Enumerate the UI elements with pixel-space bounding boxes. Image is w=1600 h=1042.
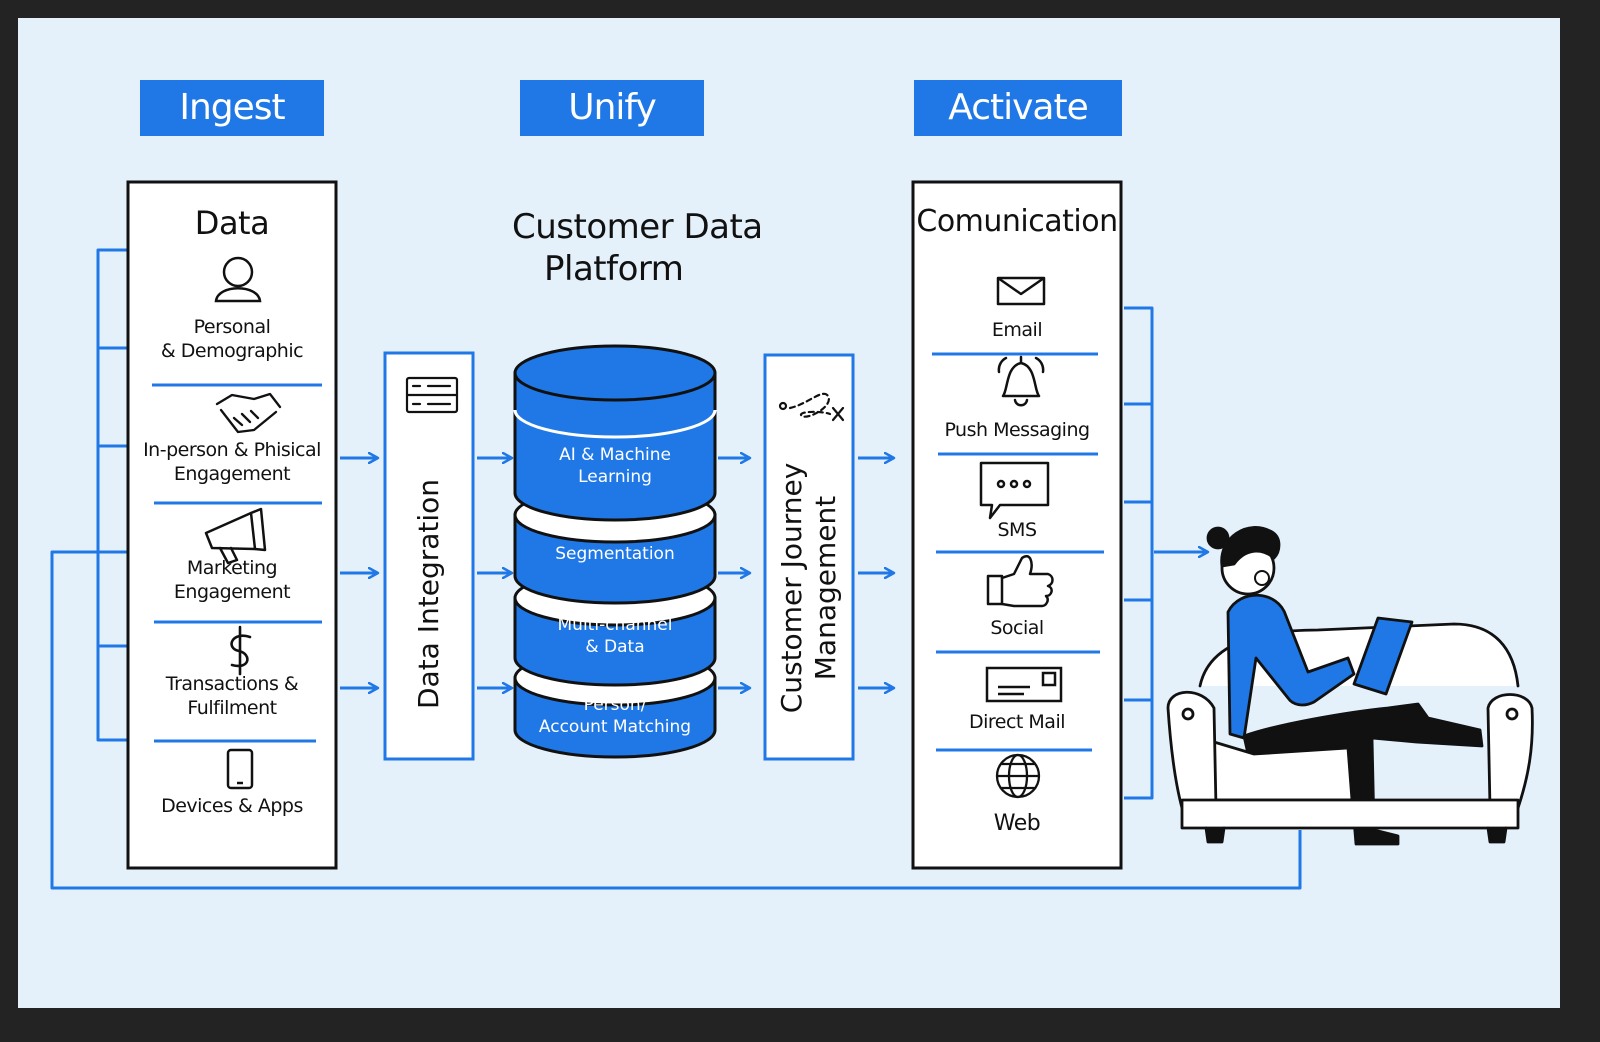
data-panel-dividers	[152, 383, 322, 743]
data-panel-box	[126, 180, 338, 870]
communication-panel-bracket	[1124, 306, 1154, 800]
data-panel-bracket	[96, 248, 128, 742]
cylinder-top	[513, 344, 717, 402]
cdp-layer-multichannel: Multi-channel & Data	[515, 614, 715, 658]
arrows-journey-to-communication	[858, 458, 894, 688]
data-item-label-line-1: Devices & Apps	[161, 795, 303, 817]
data-integration-label: Data Integration	[412, 478, 445, 710]
comm-item-email: Email	[991, 319, 1043, 341]
stage-ingest: Ingest	[140, 80, 324, 136]
cdp-layer-label-line-2: Account Matching	[538, 717, 692, 737]
data-item-label-line-2: Fulfilment	[187, 697, 277, 719]
cdp-layer-matching: Person/ Account Matching	[515, 694, 715, 738]
data-item-transactions: Transactions & Fulfilment	[128, 672, 336, 720]
cdp-layer-label-line-1: AI & Machine	[559, 445, 671, 465]
comm-item-social: Social	[990, 617, 1044, 639]
cylinder-layer-1	[513, 371, 717, 522]
megaphone-icon	[204, 507, 267, 565]
handshake-icon	[215, 392, 282, 434]
journey-label-line-2: Management	[809, 495, 842, 681]
bell-icon	[997, 355, 1045, 407]
data-item-marketing: Marketing Engagement	[128, 556, 336, 604]
cdp-layer-label-line-1: Multi-channel	[557, 615, 673, 635]
stage-activate: Activate	[914, 80, 1122, 136]
person-icon	[214, 256, 262, 303]
data-item-in-person: In-person & Phisical Engagement	[128, 438, 336, 486]
data-item-label-line-1: Personal	[193, 316, 271, 338]
cdp-cylinder	[513, 344, 717, 759]
comm-item-sms: SMS	[997, 519, 1037, 541]
route-icon	[778, 392, 845, 422]
data-item-label-line-1: Marketing	[186, 557, 278, 579]
diagram-canvas: Ingest Unify Activate Data Personal & De…	[18, 18, 1560, 1008]
comm-item-web: Web	[993, 811, 1041, 836]
data-integration-box	[383, 351, 475, 761]
journey-label-line-1: Customer Journey	[775, 462, 808, 714]
communication-panel-title: Comunication	[916, 204, 1118, 239]
journey-label: Customer Journey Management	[775, 463, 843, 714]
envelope-icon	[996, 276, 1046, 306]
mail-envelope-icon	[985, 666, 1063, 703]
dollar-icon	[230, 625, 252, 676]
stage-unify: Unify	[520, 80, 704, 136]
phone-icon	[226, 748, 254, 790]
data-item-devices: Devices & Apps	[128, 794, 336, 818]
arrows-data-to-integration	[340, 458, 378, 688]
cdp-layer-label-line-2: & Data	[585, 637, 645, 657]
cdp-layer-label-line-1: Person/	[583, 695, 647, 715]
data-item-label-line-2: & Demographic	[160, 340, 304, 362]
cdp-title: Customer Data Platform	[512, 206, 763, 290]
data-item-label-line-1: In-person & Phisical	[143, 439, 321, 461]
cdp-layer-label-line-1: Segmentation	[555, 544, 675, 564]
cdp-layer-segmentation: Segmentation	[515, 543, 715, 565]
comm-item-direct-mail: Direct Mail	[968, 711, 1066, 733]
person-on-sofa-icon	[1166, 526, 1534, 846]
cdp-layer-label-line-2: Learning	[578, 467, 652, 487]
diagram-drawing	[50, 180, 1534, 890]
cdp-title-line-1: Customer Data	[512, 207, 763, 247]
arrows-cdp-to-journey	[718, 458, 750, 688]
thumbs-up-icon	[986, 555, 1054, 608]
comm-item-push: Push Messaging	[944, 419, 1090, 441]
data-item-label-line-2: Engagement	[173, 581, 291, 603]
data-item-personal: Personal & Demographic	[128, 315, 336, 363]
cdp-title-line-2: Platform	[544, 249, 684, 289]
journey-box	[763, 353, 855, 761]
data-item-label-line-1: Transactions &	[165, 673, 299, 695]
chat-bubble-icon	[979, 461, 1050, 520]
feedback-loop-line	[50, 550, 1302, 890]
server-icon	[405, 376, 459, 414]
arrows-integration-to-cdp	[477, 458, 512, 688]
communication-panel-box	[911, 180, 1123, 870]
communication-panel-dividers	[932, 352, 1104, 752]
data-item-label-line-2: Engagement	[173, 463, 291, 485]
cdp-layer-ai: AI & Machine Learning	[515, 444, 715, 488]
data-panel-title: Data	[194, 204, 270, 242]
globe-icon	[995, 753, 1041, 799]
